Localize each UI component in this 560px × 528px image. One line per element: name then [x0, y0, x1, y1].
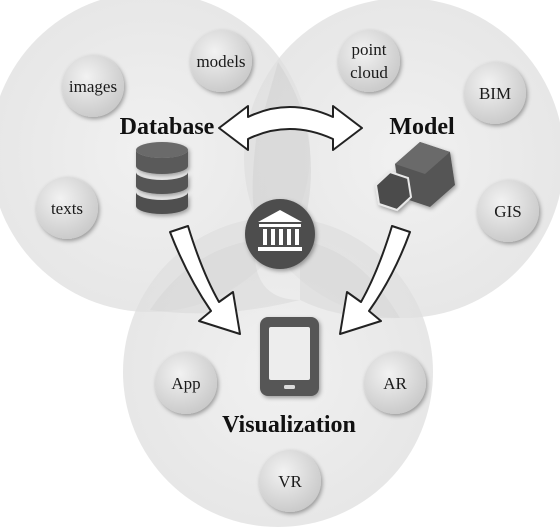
- arrow-down-right-icon: [169, 225, 241, 335]
- arrows: [169, 105, 411, 335]
- item-label-point: point: [352, 40, 387, 59]
- visualization-items: App AR VR: [155, 352, 426, 512]
- item-bubble-texts: [36, 177, 98, 239]
- item-bubble-bim: [464, 62, 526, 124]
- hexagon-cubes-icon: [374, 142, 455, 212]
- item-bubble-app: [155, 352, 217, 414]
- overlap-left: [150, 240, 300, 314]
- database-title: Database: [120, 114, 215, 140]
- arrow-down-left-icon: [339, 225, 411, 335]
- database-stack-icon: [136, 142, 188, 214]
- item-bubble-models: [190, 30, 252, 92]
- item-bubble-gis: [477, 180, 539, 242]
- double-arrow-icon: [218, 105, 363, 151]
- model-items: point cloud BIM GIS: [338, 30, 539, 242]
- item-label-app: App: [171, 374, 200, 393]
- item-label-ar: AR: [383, 374, 407, 393]
- model-title: Model: [389, 114, 455, 140]
- item-bubble-point-cloud: [338, 30, 400, 92]
- item-label-vr: VR: [278, 472, 302, 491]
- item-label-models: models: [196, 52, 245, 71]
- item-label-bim: BIM: [479, 84, 511, 103]
- item-label-images: images: [69, 77, 117, 96]
- item-bubble-images: [62, 55, 124, 117]
- museum-building-icon: [245, 199, 315, 269]
- item-bubble-ar: [364, 352, 426, 414]
- item-label-cloud: cloud: [350, 63, 388, 82]
- database-items: images models texts: [36, 30, 252, 239]
- visualization-title: Visualization: [222, 412, 356, 438]
- item-bubble-vr: [259, 450, 321, 512]
- item-label-gis: GIS: [494, 202, 521, 221]
- tablet-device-icon: [260, 317, 319, 396]
- item-label-texts: texts: [51, 199, 83, 218]
